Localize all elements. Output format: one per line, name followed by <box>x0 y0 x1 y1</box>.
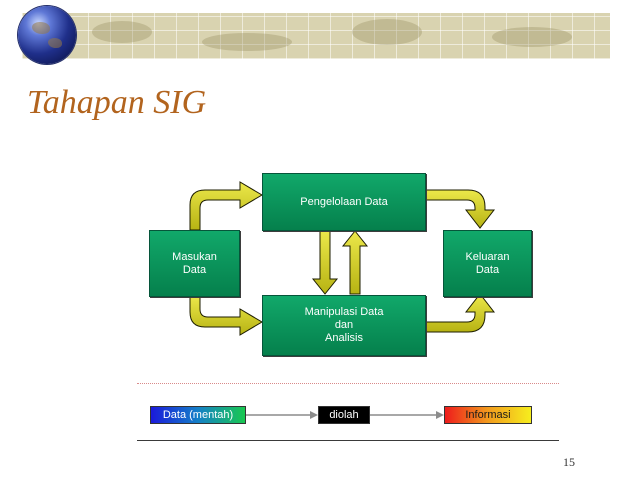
node-manipulasi-label: Manipulasi Data dan Analisis <box>304 306 384 344</box>
legend-data-mentah: Data (mentah) <box>150 406 246 424</box>
arrow-manipulasi-to-keluaran <box>424 293 496 333</box>
page-number: 15 <box>563 455 575 469</box>
node-pengelolaan-label: Pengelolaan Data <box>300 195 388 208</box>
node-masukan-data: Masukan Data <box>149 230 240 297</box>
legend-informasi-label: Informasi <box>465 409 511 421</box>
slide-title: Tahapan SIG <box>27 84 207 121</box>
legend-data-mentah-label: Data (mentah) <box>162 409 234 421</box>
arrow-masukan-to-manipulasi <box>189 295 263 336</box>
divider-baseline <box>137 440 559 441</box>
node-masukan-label: Masukan Data <box>172 250 217 276</box>
legend-diolah: diolah <box>318 406 370 424</box>
node-manipulasi-data: Manipulasi Data dan Analisis <box>262 295 426 356</box>
arrow-masukan-to-pengelolaan <box>189 181 263 231</box>
legend-diolah-label: diolah <box>329 409 359 421</box>
divider-dotted <box>137 383 559 384</box>
arrow-manipulasi-to-pengelolaan <box>341 230 369 295</box>
globe-icon <box>18 6 76 64</box>
legend-informasi: Informasi <box>444 406 532 424</box>
header-map-banner <box>22 13 610 59</box>
node-pengelolaan-data: Pengelolaan Data <box>262 173 426 231</box>
arrow-pengelolaan-to-keluaran <box>424 189 496 229</box>
arrow-pengelolaan-to-manipulasi <box>311 230 339 295</box>
node-keluaran-label: Keluaran Data <box>465 250 510 276</box>
node-keluaran-data: Keluaran Data <box>443 230 532 297</box>
